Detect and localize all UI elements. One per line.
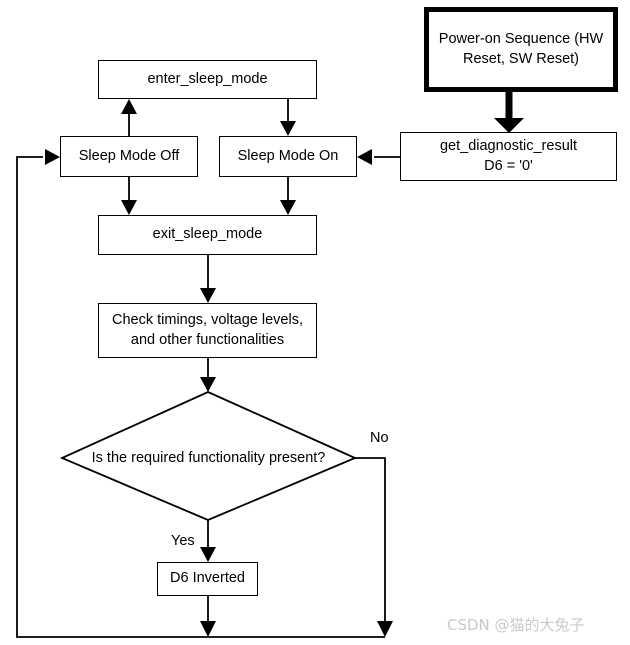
edge-loopback-to-sleepoff [16, 149, 385, 638]
node-sleep-mode-on-label: Sleep Mode On [237, 147, 339, 164]
edge-sleepon-to-exit [280, 177, 296, 215]
node-decision-diamond[interactable] [59, 391, 358, 521]
node-check-timings[interactable]: Check timings, voltage levels, and other… [98, 303, 317, 358]
node-enter-sleep-mode[interactable]: enter_sleep_mode [98, 60, 317, 99]
node-d6-inverted[interactable]: D6 Inverted [157, 562, 258, 596]
node-power-on-sequence-label: Power-on Sequence (HW Reset, SW Reset) [438, 30, 604, 67]
edge-poweron-to-getdiag [494, 92, 524, 133]
edge-label-no: No [369, 430, 390, 446]
edge-getdiag-to-sleepon [357, 149, 400, 165]
edge-label-yes: Yes [170, 533, 196, 549]
node-check-timings-label: Check timings, voltage levels, and other… [112, 311, 303, 348]
node-power-on-sequence[interactable]: Power-on Sequence (HW Reset, SW Reset) [424, 7, 618, 92]
node-get-diagnostic-result[interactable]: get_diagnostic_result D6 = '0' [400, 132, 617, 181]
edge-decision-no-to-bottom [355, 457, 393, 637]
node-exit-sleep-mode[interactable]: exit_sleep_mode [98, 215, 317, 255]
node-sleep-mode-on[interactable]: Sleep Mode On [219, 136, 357, 177]
edge-sleepoff-to-exit [121, 177, 137, 215]
node-sleep-mode-off[interactable]: Sleep Mode Off [60, 136, 198, 177]
edge-d6inverted-to-bottom [200, 596, 216, 637]
edge-check-to-decision [200, 358, 216, 392]
node-get-diagnostic-result-label: get_diagnostic_result D6 = '0' [439, 137, 578, 174]
edge-sleepoff-to-enter [121, 99, 137, 136]
node-enter-sleep-mode-label: enter_sleep_mode [147, 70, 268, 87]
edge-decision-yes-to-d6inverted [200, 520, 216, 562]
edge-enter-to-sleepon [280, 99, 296, 136]
watermark-text: CSDN @猫的大兔子 [447, 616, 585, 634]
edge-exit-to-check [200, 255, 216, 303]
node-exit-sleep-mode-label: exit_sleep_mode [152, 226, 263, 243]
node-decision-label: Is the required functionality present? [91, 450, 326, 466]
node-d6-inverted-label: D6 Inverted [170, 570, 245, 587]
node-sleep-mode-off-label: Sleep Mode Off [78, 147, 180, 164]
